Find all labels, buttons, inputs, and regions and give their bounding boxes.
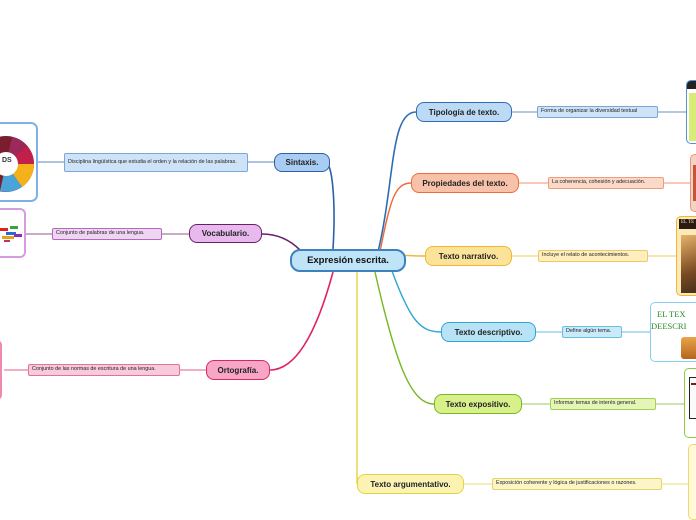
connector-tipologia — [377, 111, 417, 253]
connector-vocabulario — [261, 233, 301, 251]
vocabulario-image — [0, 208, 26, 258]
node-sintaxis[interactable]: Sintaxis. — [274, 153, 330, 172]
narrativo-image: EL TE — [676, 216, 696, 296]
ortografia-image — [0, 340, 2, 400]
descriptivo-image-title: EL TEX — [657, 309, 686, 319]
descriptivo-image: EL TEX DEESCRI — [650, 302, 696, 362]
descriptivo-image-subtitle: DEESCRI — [651, 321, 687, 331]
connector-ortografia — [269, 271, 334, 371]
argumentativo-image — [688, 444, 696, 520]
note-argumentativo[interactable]: Exposición coherente y lógica de justifi… — [492, 478, 662, 490]
node-tipologia[interactable]: Tipología de texto. — [416, 102, 512, 122]
node-propiedades[interactable]: Propiedades del texto. — [411, 173, 519, 193]
note-sintaxis[interactable]: Disciplina lingüística que estudia el or… — [64, 153, 248, 172]
node-descriptivo[interactable]: Texto descriptivo. — [441, 322, 536, 342]
connector-propiedades — [379, 182, 412, 253]
vocabulario-word-cloud — [0, 226, 22, 242]
propiedades-image — [690, 154, 696, 212]
node-narrativo[interactable]: Texto narrativo. — [425, 246, 512, 266]
sintaxis-image: DS — [0, 122, 38, 202]
connector-sintaxis — [325, 162, 335, 250]
sintaxis-image-caption: DS — [2, 157, 12, 164]
note-descriptivo[interactable]: Define algún tema. — [562, 326, 622, 338]
note-ortografia[interactable]: Conjunto de las normas de escritura de u… — [28, 364, 180, 376]
note-vocabulario[interactable]: Conjunto de palabras de una lengua. — [52, 228, 162, 240]
central-topic[interactable]: Expresión escrita. — [290, 249, 406, 272]
note-tipologia[interactable]: Forma de organizar la diversidad textual — [537, 106, 658, 118]
note-narrativo[interactable]: Incluye el relato de acontecimientos. — [538, 250, 648, 262]
node-ortografia[interactable]: Ortografía. — [206, 360, 270, 380]
connector-descriptivo — [391, 270, 442, 333]
note-propiedades[interactable]: La coherencia, cohesión y adecuación. — [548, 177, 664, 189]
tipologia-image — [686, 80, 696, 144]
node-argumentativo[interactable]: Texto argumentativo. — [357, 474, 464, 494]
expositivo-image — [684, 368, 696, 438]
node-vocabulario[interactable]: Vocabulario. — [189, 224, 262, 243]
note-expositivo[interactable]: Informar temas de interés general. — [550, 398, 656, 410]
sintaxis-wheel-graphic — [0, 136, 35, 192]
connector-expositivo — [374, 271, 435, 405]
node-expositivo[interactable]: Texto expositivo. — [434, 394, 522, 414]
narrativo-image-caption: EL TE — [681, 220, 695, 225]
